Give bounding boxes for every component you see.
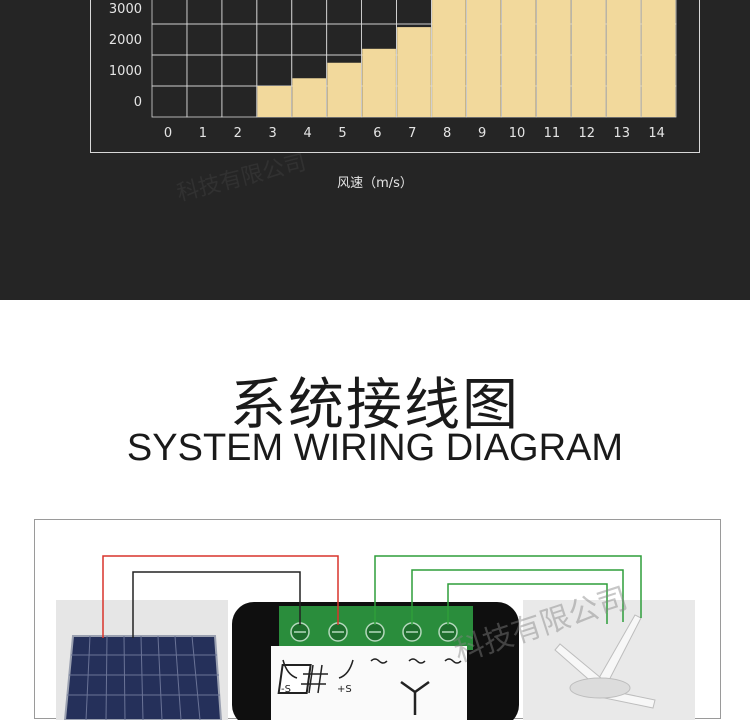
- x-tick-label: 12: [579, 126, 596, 141]
- wires: [102, 555, 642, 638]
- x-tick-label: 0: [164, 126, 172, 141]
- wiring-diagram: -S +S: [56, 555, 695, 720]
- terminal-plus-label: +S: [337, 684, 352, 695]
- x-tick-label: 1: [199, 126, 207, 141]
- chart-frame: [90, 0, 700, 153]
- bar-11: [536, 0, 571, 118]
- bar-5: [327, 62, 361, 117]
- x-tick-label: 4: [303, 126, 311, 141]
- green-wire-1: [374, 555, 642, 625]
- bracket-left: [282, 659, 298, 679]
- bar-10: [501, 0, 536, 118]
- wiring-diagram-frame: -S +S: [34, 519, 721, 720]
- green-wire-3: [447, 583, 608, 625]
- section-title-en: SYSTEM WIRING DIAGRAM: [126, 427, 624, 469]
- x-tick-label: 14: [648, 126, 665, 141]
- red-wire: [102, 555, 339, 638]
- y-tick-label: 0: [134, 95, 142, 110]
- terminal-minus-label: -S: [281, 684, 291, 695]
- controller-solar-icon: [277, 664, 328, 694]
- x-axis-title: 风速（m/s）: [337, 176, 413, 191]
- x-tick-label: 5: [338, 126, 346, 141]
- x-tick-label: 11: [544, 126, 561, 141]
- x-tick-label: 2: [234, 126, 242, 141]
- x-tick-label: 9: [478, 126, 486, 141]
- black-wire: [132, 571, 301, 638]
- x-tick-label: 13: [613, 126, 630, 141]
- section-title-cn: 系统接线图: [230, 373, 520, 438]
- bar-12: [571, 0, 606, 118]
- bar-6: [362, 48, 396, 117]
- bar-14: [641, 0, 676, 118]
- y-tick-label: 3000: [109, 2, 142, 17]
- bar-8: [432, 0, 466, 118]
- y-tick-label: 2000: [109, 33, 142, 48]
- bar-9: [467, 0, 501, 118]
- x-tick-label: 3: [269, 126, 277, 141]
- bracket-right: [338, 659, 354, 679]
- bar-3: [257, 86, 292, 117]
- x-tick-label: 7: [408, 126, 416, 141]
- bar-7: [397, 27, 431, 118]
- x-tick-label: 6: [373, 126, 381, 141]
- green-wire-2: [411, 569, 624, 625]
- x-tick-label: 10: [509, 126, 526, 141]
- ac-wave-icons: [370, 658, 462, 664]
- solar-panel-icon: [63, 635, 223, 720]
- y-tick-label: 1000: [109, 64, 142, 79]
- x-tick-label: 8: [443, 126, 451, 141]
- bar-13: [606, 0, 641, 118]
- bar-4: [292, 78, 327, 117]
